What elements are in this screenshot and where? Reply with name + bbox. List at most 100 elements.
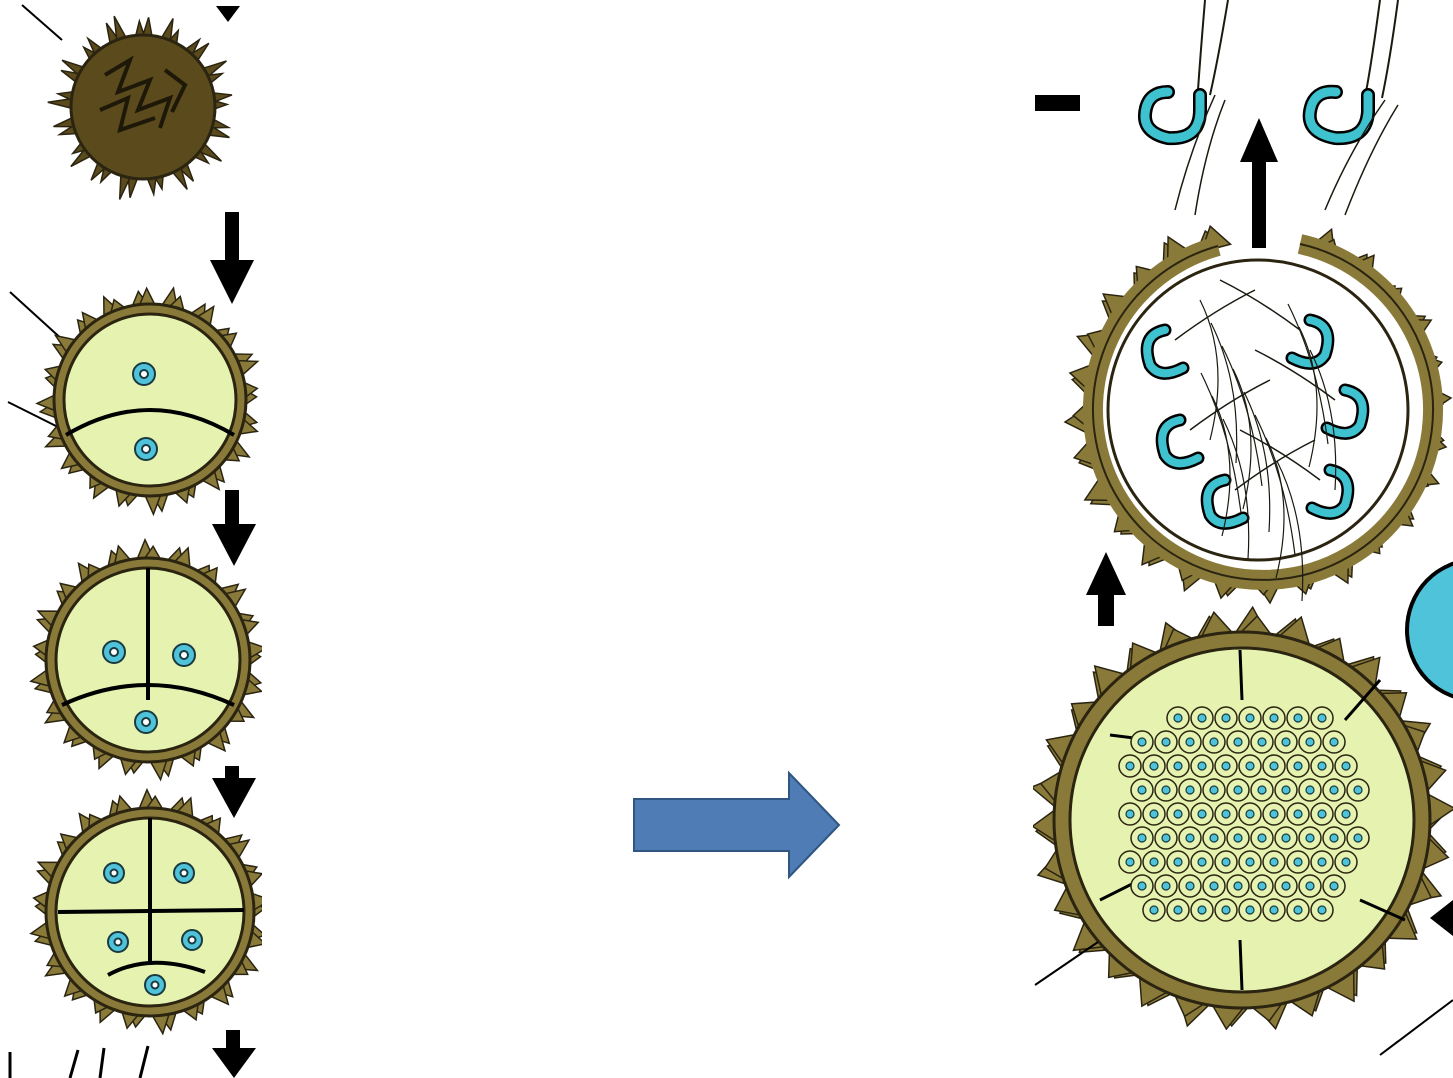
cell-cluster [1119, 707, 1369, 921]
small-nucleus [1174, 714, 1182, 722]
up-arrow-icon [1240, 118, 1278, 248]
down-arrow-icon [212, 766, 256, 818]
partial-stage-5 [10, 1046, 148, 1078]
small-nucleus [1222, 714, 1230, 722]
partial-cyan-cell [1407, 560, 1453, 700]
top-arrow-tip [216, 6, 240, 22]
small-nucleus [1222, 906, 1230, 914]
open-antheridium-with-sperm [1065, 226, 1451, 603]
small-nucleus [1294, 714, 1302, 722]
small-nucleus [1330, 786, 1338, 794]
small-nucleus [1162, 738, 1170, 746]
up-arrow-icon [1086, 552, 1126, 626]
small-nucleus [1258, 738, 1266, 746]
right-block-arrow-icon [634, 773, 839, 877]
small-nucleus [1306, 738, 1314, 746]
small-nucleus [1294, 762, 1302, 770]
small-nucleus [1306, 786, 1314, 794]
leader-line [1380, 1000, 1453, 1055]
small-nucleus [1282, 786, 1290, 794]
small-nucleus [1150, 762, 1158, 770]
small-nucleus [1174, 762, 1182, 770]
small-nucleus [1270, 762, 1278, 770]
small-nucleus [1270, 714, 1278, 722]
small-nucleus [1282, 738, 1290, 746]
small-nucleus [1330, 738, 1338, 746]
small-nucleus [1174, 810, 1182, 818]
small-nucleus [1306, 834, 1314, 842]
small-nucleus [1234, 738, 1242, 746]
small-nucleus [1186, 882, 1194, 890]
small-nucleus [1318, 762, 1326, 770]
small-nucleus [1246, 810, 1254, 818]
spore-stage-4 [31, 790, 271, 1034]
small-nucleus [1294, 858, 1302, 866]
small-nucleus [1150, 858, 1158, 866]
small-nucleus [1318, 714, 1326, 722]
spore-stage-2 [37, 288, 258, 514]
small-nucleus [1126, 762, 1134, 770]
released-sperm-left [1145, 0, 1228, 215]
small-nucleus [1198, 762, 1206, 770]
small-nucleus [1210, 786, 1218, 794]
small-nucleus [1186, 834, 1194, 842]
small-nucleus [1126, 810, 1134, 818]
small-nucleus [1210, 882, 1218, 890]
released-sperm-right [1310, 0, 1398, 215]
small-nucleus [1162, 786, 1170, 794]
small-nucleus [1330, 834, 1338, 842]
small-nucleus [1150, 906, 1158, 914]
small-nucleus [1258, 834, 1266, 842]
small-nucleus [1342, 858, 1350, 866]
small-nucleus [1318, 858, 1326, 866]
small-nucleus [1138, 786, 1146, 794]
small-nucleus [1330, 882, 1338, 890]
small-nucleus [1234, 786, 1242, 794]
small-nucleus [1210, 738, 1218, 746]
small-nucleus [1270, 810, 1278, 818]
small-nucleus [1174, 858, 1182, 866]
small-nucleus [1198, 858, 1206, 866]
small-nucleus [1246, 714, 1254, 722]
small-nucleus [1186, 786, 1194, 794]
small-nucleus [1174, 906, 1182, 914]
small-nucleus [1342, 762, 1350, 770]
small-nucleus [1246, 762, 1254, 770]
small-nucleus [1294, 810, 1302, 818]
small-nucleus [1138, 738, 1146, 746]
small-nucleus [1246, 858, 1254, 866]
small-nucleus [1294, 906, 1302, 914]
small-nucleus [1282, 882, 1290, 890]
leader-line [22, 5, 62, 40]
small-nucleus [1318, 810, 1326, 818]
small-nucleus [1162, 834, 1170, 842]
small-nucleus [1354, 786, 1362, 794]
dash-mark [1035, 95, 1080, 111]
small-nucleus [1306, 882, 1314, 890]
small-nucleus [1282, 834, 1290, 842]
small-nucleus [1234, 882, 1242, 890]
small-nucleus [1354, 834, 1362, 842]
small-nucleus [1222, 762, 1230, 770]
down-arrow-icon [212, 490, 256, 566]
spore-stage-1 [48, 16, 232, 199]
small-nucleus [1138, 882, 1146, 890]
small-nucleus [1186, 738, 1194, 746]
down-arrow-icon [212, 1030, 256, 1078]
small-nucleus [1246, 906, 1254, 914]
small-nucleus [1210, 834, 1218, 842]
antheridium-with-cells [1031, 607, 1453, 1029]
small-nucleus [1258, 786, 1266, 794]
small-nucleus [1318, 906, 1326, 914]
partial-arrow-right-edge [1430, 900, 1453, 936]
small-nucleus [1126, 858, 1134, 866]
small-nucleus [1342, 810, 1350, 818]
small-nucleus [1270, 858, 1278, 866]
small-nucleus [1258, 882, 1266, 890]
spore-stage-3 [31, 540, 267, 780]
right-panel-antheridium-stages [1031, 0, 1453, 1055]
small-nucleus [1270, 906, 1278, 914]
small-nucleus [1198, 810, 1206, 818]
small-nucleus [1198, 906, 1206, 914]
